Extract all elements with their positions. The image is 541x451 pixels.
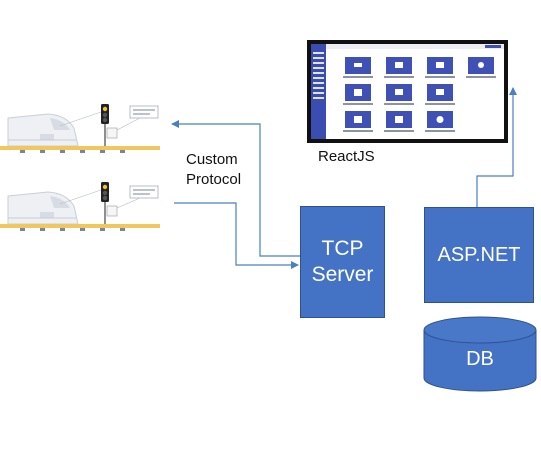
aspnet-box: ASP.NET [424,207,534,303]
connector-tcp-to-train-top [171,120,300,257]
tcp-server-line1: TCP [321,237,364,260]
tcp-server-box: TCP Server [300,206,385,318]
reactjs-app-screen [307,40,508,143]
tcp-server-line2: Server [311,263,374,286]
custom-protocol-label: Custom Protocol [186,150,241,190]
connector-aspnet-to-reactjs [476,87,517,207]
traffic-signal-icon [101,104,109,146]
train-illustration-bottom [0,182,160,231]
connector-train-bottom-to-tcp [174,202,299,269]
db-cylinder [423,316,537,392]
reactjs-label: ReactJS [318,148,375,165]
train-illustration-top [0,104,160,153]
db-label: DB [466,348,494,370]
custom-protocol-line1: Custom [186,151,238,168]
traffic-signal-icon [101,182,109,224]
custom-protocol-line2: Protocol [186,171,242,188]
train-icon [7,191,79,225]
train-icon [7,113,79,147]
aspnet-label: ASP.NET [437,243,521,266]
